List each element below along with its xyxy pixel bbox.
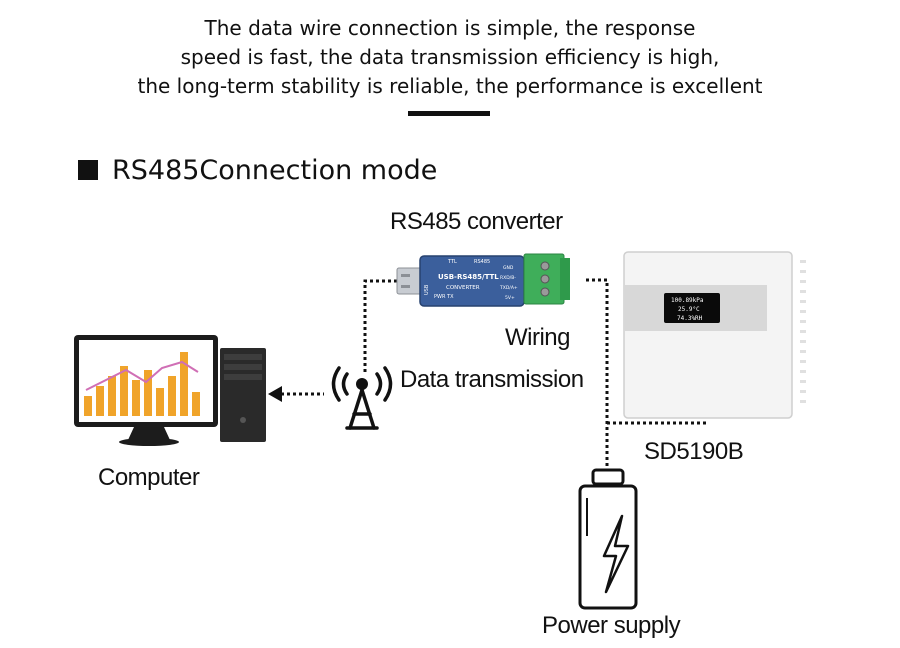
terminal-screw-icon: [540, 261, 550, 271]
headline-underline: [408, 111, 490, 116]
converter-label-2: CONVERTER: [446, 285, 480, 291]
monitor-base: [119, 438, 179, 446]
terminal-block: [523, 253, 570, 305]
screen-chart-line: [85, 360, 199, 391]
sensor-pressure: 100.89kPa: [671, 297, 704, 304]
antenna-icon: [331, 366, 393, 430]
converter-bottom-label: PWR TX: [434, 294, 454, 300]
usb-plug: [396, 267, 424, 295]
converter-label: RS485 converter: [390, 208, 563, 235]
sensor-display: [664, 293, 720, 323]
power-supply-label: Power supply: [542, 612, 681, 639]
usb-rs485-converter: TTL RS485 USB-RS485/TTL CONVERTER PWR TX…: [419, 255, 525, 307]
headline-line-1: The data wire connection is simple, the …: [204, 16, 696, 40]
headline: The data wire connection is simple, the …: [0, 14, 900, 101]
pc-drive-bay: [224, 374, 262, 380]
usb-to-antenna-line: [363, 279, 398, 372]
headline-line-3: the long-term stability is reliable, the…: [137, 74, 763, 98]
pc-drive-bay: [224, 364, 262, 370]
monitor-stand: [128, 427, 170, 440]
data-transmission-label: Data transmission: [400, 366, 584, 393]
pc-tower: [220, 348, 266, 442]
connection-lines: [281, 278, 708, 470]
converter-side-usb: USB: [424, 284, 430, 295]
sd5190b-sensor: 100.89kPa 25.9°C 74.3%RH: [623, 251, 806, 419]
pc-drive-bay: [224, 354, 262, 360]
pin-label-rxd: RXD/B-: [500, 275, 516, 281]
pin-label-gnd: GND: [503, 265, 514, 271]
power-button-icon: [240, 417, 246, 423]
power-supply: [578, 468, 638, 610]
sensor-label: SD5190B: [644, 438, 744, 465]
screen-chart-bars: [84, 352, 200, 416]
arrow-left-icon: [268, 386, 282, 402]
computer-label: Computer: [98, 464, 200, 491]
square-bullet-icon: [78, 160, 98, 180]
headline-line-2: speed is fast, the data transmission eff…: [180, 45, 720, 69]
converter-label-1: USB-RS485/TTL: [438, 273, 499, 281]
pin-label-5v: 5V+: [505, 295, 515, 301]
converter-top-ttl: TTL: [447, 259, 457, 265]
section-title: RS485Connection mode: [112, 154, 438, 186]
computer: [74, 335, 266, 446]
section-heading: RS485Connection mode: [78, 150, 437, 190]
sensor-humidity: 74.3%RH: [677, 315, 703, 322]
terminal-screw-icon: [540, 287, 550, 297]
wiring-line: [586, 278, 609, 470]
sensor-housing: [623, 251, 793, 419]
antenna-node: [356, 378, 368, 390]
sensor-vents: [800, 260, 806, 403]
converter-top-rs485: RS485: [474, 259, 490, 265]
terminal-screw-icon: [540, 274, 550, 284]
sensor-temperature: 25.9°C: [678, 306, 700, 313]
pin-label-txd: TXD/A+: [499, 285, 518, 291]
lightning-icon: [602, 514, 630, 594]
wiring-label: Wiring: [505, 324, 571, 351]
battery-terminal: [591, 468, 625, 486]
